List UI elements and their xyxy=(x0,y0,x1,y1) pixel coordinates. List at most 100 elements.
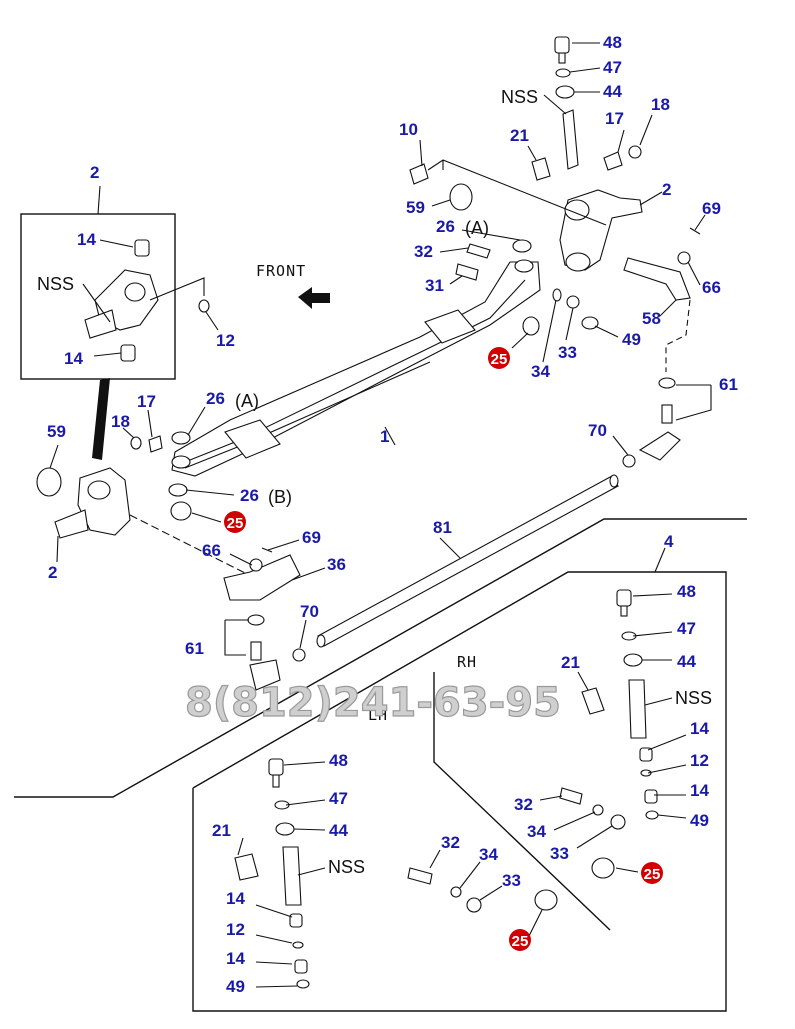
callout-33-rh: 33 xyxy=(550,844,569,863)
badge-25-left-text: 25 xyxy=(227,515,244,532)
washer-26a-top xyxy=(512,239,532,253)
callout-26-b: 26 xyxy=(240,486,259,505)
callout-12-lh: 12 xyxy=(226,920,245,939)
nss-label-rh: NSS xyxy=(675,688,712,708)
callout-21-top: 21 xyxy=(510,126,529,145)
rh-tie-rod-end xyxy=(622,377,681,468)
callout-47-top: 47 xyxy=(603,58,622,77)
bushing-59-left xyxy=(36,467,62,497)
nss-label-lh: NSS xyxy=(328,857,365,877)
lh-boundary-line xyxy=(14,518,747,798)
callout-numbers: 48 47 44 18 17 10 21 2 69 59 26 32 31 66… xyxy=(47,33,738,996)
callout-70-right: 70 xyxy=(588,421,607,440)
nut-70-right xyxy=(622,454,636,468)
callout-12-box: 12 xyxy=(216,331,235,350)
oring-12-box xyxy=(198,299,210,313)
callout-49-top: 49 xyxy=(622,330,641,349)
bushing-14-upper xyxy=(134,239,150,257)
a-label-top: (A) xyxy=(465,218,489,238)
callout-14-lh-lower: 14 xyxy=(226,949,245,968)
callout-33-top: 33 xyxy=(558,343,577,362)
callout-61-right: 61 xyxy=(719,375,738,394)
callout-4: 4 xyxy=(664,532,674,551)
b-label: (B) xyxy=(268,487,292,507)
callout-31: 31 xyxy=(425,276,444,295)
callout-14-box-upper: 14 xyxy=(77,230,96,249)
nss-label-top: NSS xyxy=(501,87,538,107)
badge-25-rh xyxy=(641,862,663,884)
callout-59-left: 59 xyxy=(47,422,66,441)
nut-66-left xyxy=(249,558,263,572)
callout-14-rh-lower: 14 xyxy=(690,781,709,800)
callout-17-top: 17 xyxy=(605,109,624,128)
cap-44-top xyxy=(555,85,575,99)
callout-49-lh: 49 xyxy=(226,977,245,996)
axle-beam xyxy=(171,259,541,477)
knuckle-detail xyxy=(84,239,210,362)
bushing-59-top xyxy=(449,183,473,211)
callout-34-top: 34 xyxy=(531,362,550,381)
lh-label: LH xyxy=(368,706,388,724)
callout-48-top: 48 xyxy=(603,33,622,52)
callout-18-top: 18 xyxy=(651,95,670,114)
callout-32-lh: 32 xyxy=(441,833,460,852)
callout-48-lh: 48 xyxy=(329,751,348,770)
washer-26a-left xyxy=(171,431,191,445)
callout-66-top: 66 xyxy=(702,278,721,297)
callout-36: 36 xyxy=(327,555,346,574)
callout-32-top: 32 xyxy=(414,242,433,261)
bolt-17-left xyxy=(148,435,163,453)
spring-pad-right xyxy=(424,309,476,344)
grease-nipple-21 xyxy=(531,157,551,181)
callout-48-rh: 48 xyxy=(677,582,696,601)
callout-59-top: 59 xyxy=(406,198,425,217)
badge-25-lh-text: 25 xyxy=(512,933,529,950)
callout-34-lh: 34 xyxy=(479,845,498,864)
callout-10: 10 xyxy=(399,120,418,139)
callout-81: 81 xyxy=(433,518,452,537)
lh-kit-frame xyxy=(192,571,727,1012)
nss-label-box: NSS xyxy=(37,274,74,294)
callout-70-left: 70 xyxy=(300,602,319,621)
badge-25-top-text: 25 xyxy=(491,351,508,368)
bushing-25-left xyxy=(170,501,192,521)
callout-2-top: 2 xyxy=(662,180,671,199)
spring-pad-left xyxy=(224,419,281,459)
highlight-callouts: 25 25 25 25 xyxy=(224,347,663,951)
cap-49-top xyxy=(581,316,599,330)
pin-32-top xyxy=(466,243,491,259)
callout-14-box-lower: 14 xyxy=(64,349,83,368)
callout-69-left: 69 xyxy=(302,528,321,547)
bushing-25-top xyxy=(522,316,540,336)
callout-58: 58 xyxy=(642,309,661,328)
callout-14-rh-upper: 14 xyxy=(690,719,709,738)
callout-18-left: 18 xyxy=(111,412,130,431)
tie-rod xyxy=(316,474,619,648)
a-label-left: (A) xyxy=(235,391,259,411)
bolt-48-top xyxy=(554,36,570,54)
pointer-arrow xyxy=(92,378,110,460)
callout-21-rh: 21 xyxy=(561,653,580,672)
callout-26-top: 26 xyxy=(436,217,455,236)
callout-44-top: 44 xyxy=(603,82,622,101)
king-pin-top xyxy=(562,109,579,170)
badge-25-top xyxy=(488,347,510,369)
callout-1: 1 xyxy=(380,427,389,446)
front-label: FRONT xyxy=(256,262,306,280)
callout-34-rh: 34 xyxy=(527,822,546,841)
callout-61-left: 61 xyxy=(185,639,204,658)
callout-12-rh: 12 xyxy=(690,751,709,770)
bolt-17-top xyxy=(603,151,623,171)
callout-33-lh: 33 xyxy=(502,871,521,890)
front-arrow-icon xyxy=(298,287,330,309)
nut-18-top xyxy=(628,145,642,159)
callout-49-rh: 49 xyxy=(690,811,709,830)
nut-33-top xyxy=(566,295,580,309)
callout-44-rh: 44 xyxy=(677,652,696,671)
badge-25-rh-text: 25 xyxy=(644,866,661,883)
bushing-14-lower xyxy=(120,344,136,362)
rh-kit-parts xyxy=(559,589,659,879)
rh-kit-divider xyxy=(433,672,611,931)
nut-66-top xyxy=(677,251,691,265)
